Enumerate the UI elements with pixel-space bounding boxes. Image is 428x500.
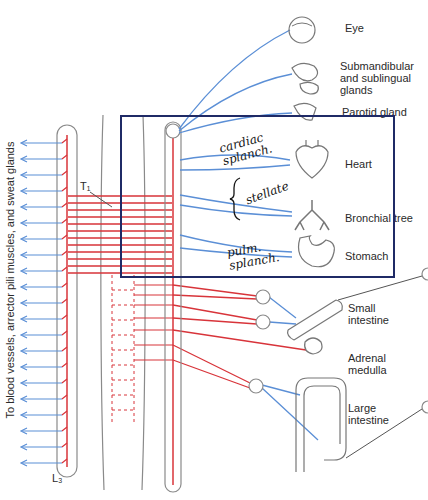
organ-label: Stomach	[345, 250, 388, 262]
dashed-segment	[112, 275, 134, 425]
ganglion	[256, 290, 270, 304]
organ-label: L₃	[52, 472, 63, 484]
gland-drawing	[292, 63, 318, 94]
adrenal-drawing	[305, 338, 322, 354]
handwritten-note: cardiac splanch.	[218, 127, 285, 168]
eye-drawing	[289, 17, 315, 43]
blue-fibers	[179, 30, 292, 257]
left-column	[57, 125, 77, 477]
organ-label: Large intestine	[348, 402, 410, 426]
handwritten-brace	[230, 178, 240, 220]
heart-drawing	[296, 140, 328, 178]
ganglion	[422, 401, 428, 413]
stomach-drawing	[299, 236, 335, 267]
side-note: To blood vessels, arrector pili muscles,…	[4, 142, 16, 419]
ganglion	[422, 268, 428, 280]
organ-label: Small intestine	[348, 302, 410, 326]
ganglion	[256, 315, 270, 329]
annotation-box: cardiac splanch. stellate pulm. splanch.	[120, 115, 395, 278]
organ-label: Heart	[345, 158, 372, 170]
organ-label: Eye	[345, 22, 364, 34]
red-fiber	[66, 135, 68, 467]
ganglion	[249, 379, 263, 393]
red-branches	[62, 139, 67, 463]
intestine-drawing	[288, 300, 343, 340]
organ-label: Adrenal medulla	[348, 352, 410, 376]
organ-label: Submandibular and sublingual glands	[340, 60, 424, 96]
handwritten-note: pulm. splanch.	[226, 237, 290, 273]
spinal-cord	[101, 115, 104, 490]
ganglion	[166, 124, 180, 138]
eye-drawing	[292, 23, 312, 26]
organ-label: Bronchial tree	[345, 212, 413, 224]
gland-drawing	[294, 103, 316, 120]
colon-drawing	[296, 378, 346, 472]
blue-fibers	[22, 143, 62, 463]
spinal-cord	[142, 115, 145, 490]
blue-fibers	[262, 297, 318, 440]
arrowheads	[21, 140, 27, 466]
bronchi-drawing	[295, 200, 329, 230]
sympathetic-chain	[165, 122, 181, 492]
red-fibers	[173, 285, 306, 388]
handwritten-note: stellate	[244, 180, 291, 208]
organ-label: T₁	[80, 180, 90, 192]
red-fiber	[172, 138, 174, 485]
red-fibers	[134, 285, 173, 360]
leader-line	[90, 192, 112, 207]
leader-line	[338, 276, 422, 458]
